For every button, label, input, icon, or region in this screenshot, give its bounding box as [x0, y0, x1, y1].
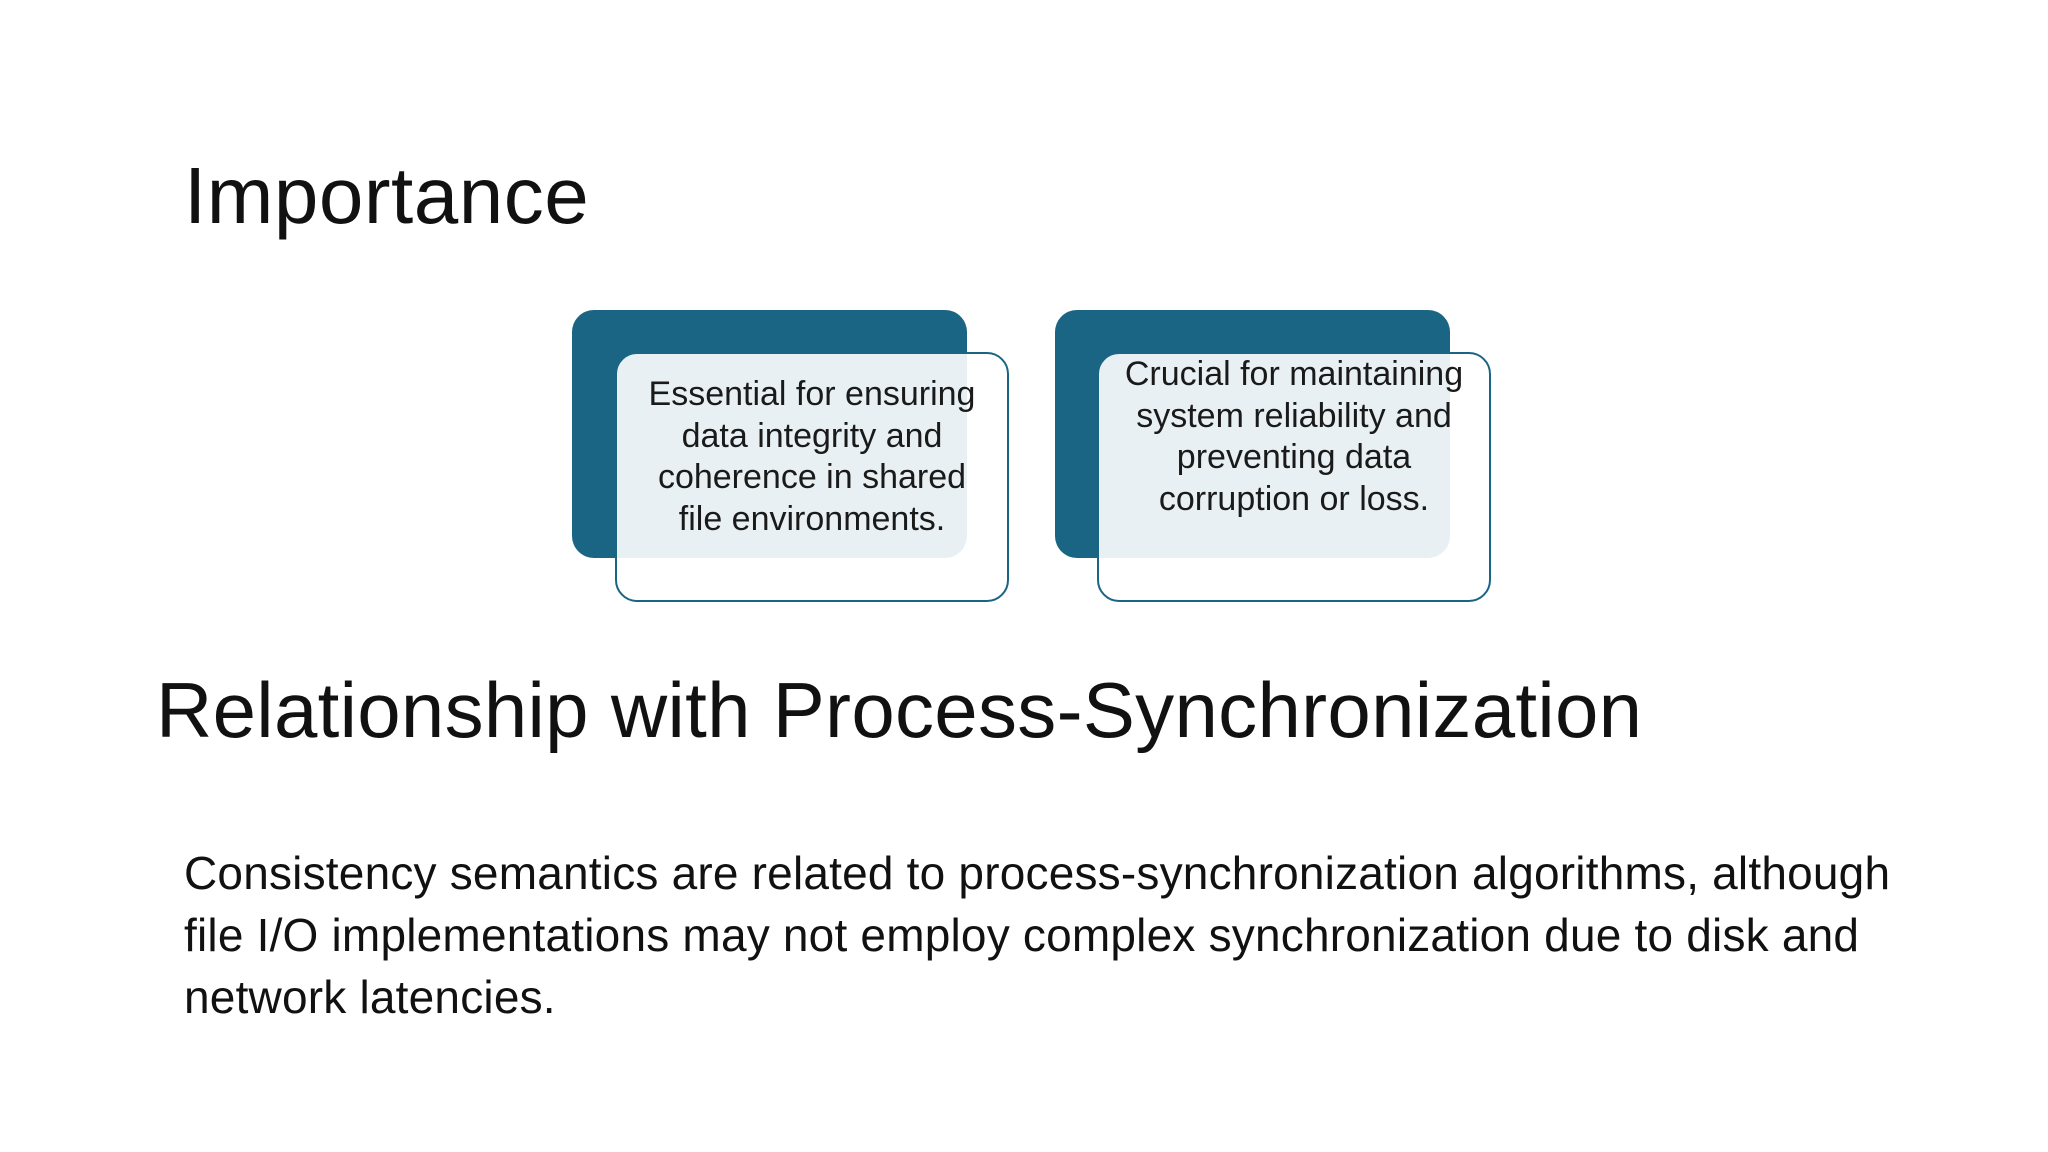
relationship-body-text: Consistency semantics are related to pro… — [184, 847, 1891, 1023]
card-1: Essential for ensuring data integrity an… — [615, 352, 1009, 602]
relationship-heading: Relationship with Process-Synchronizatio… — [156, 666, 1643, 754]
card-2-text: Crucial for maintaining system reliabili… — [1124, 355, 1464, 518]
card-2: Crucial for maintaining system reliabili… — [1097, 352, 1491, 602]
importance-heading: Importance — [184, 151, 590, 240]
card-1-text: Essential for ensuring data integrity an… — [648, 375, 976, 538]
